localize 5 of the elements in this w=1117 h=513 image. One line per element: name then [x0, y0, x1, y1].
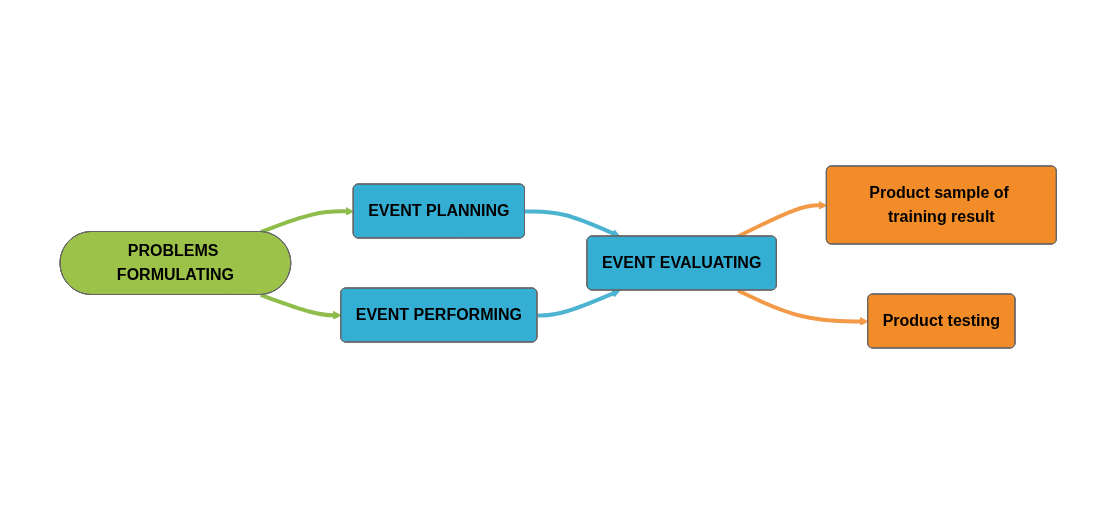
- arrow: [537, 289, 621, 317]
- arrow: [525, 208, 621, 237]
- arrow: [260, 206, 355, 234]
- arrow: [260, 292, 342, 320]
- arrow: [737, 288, 869, 326]
